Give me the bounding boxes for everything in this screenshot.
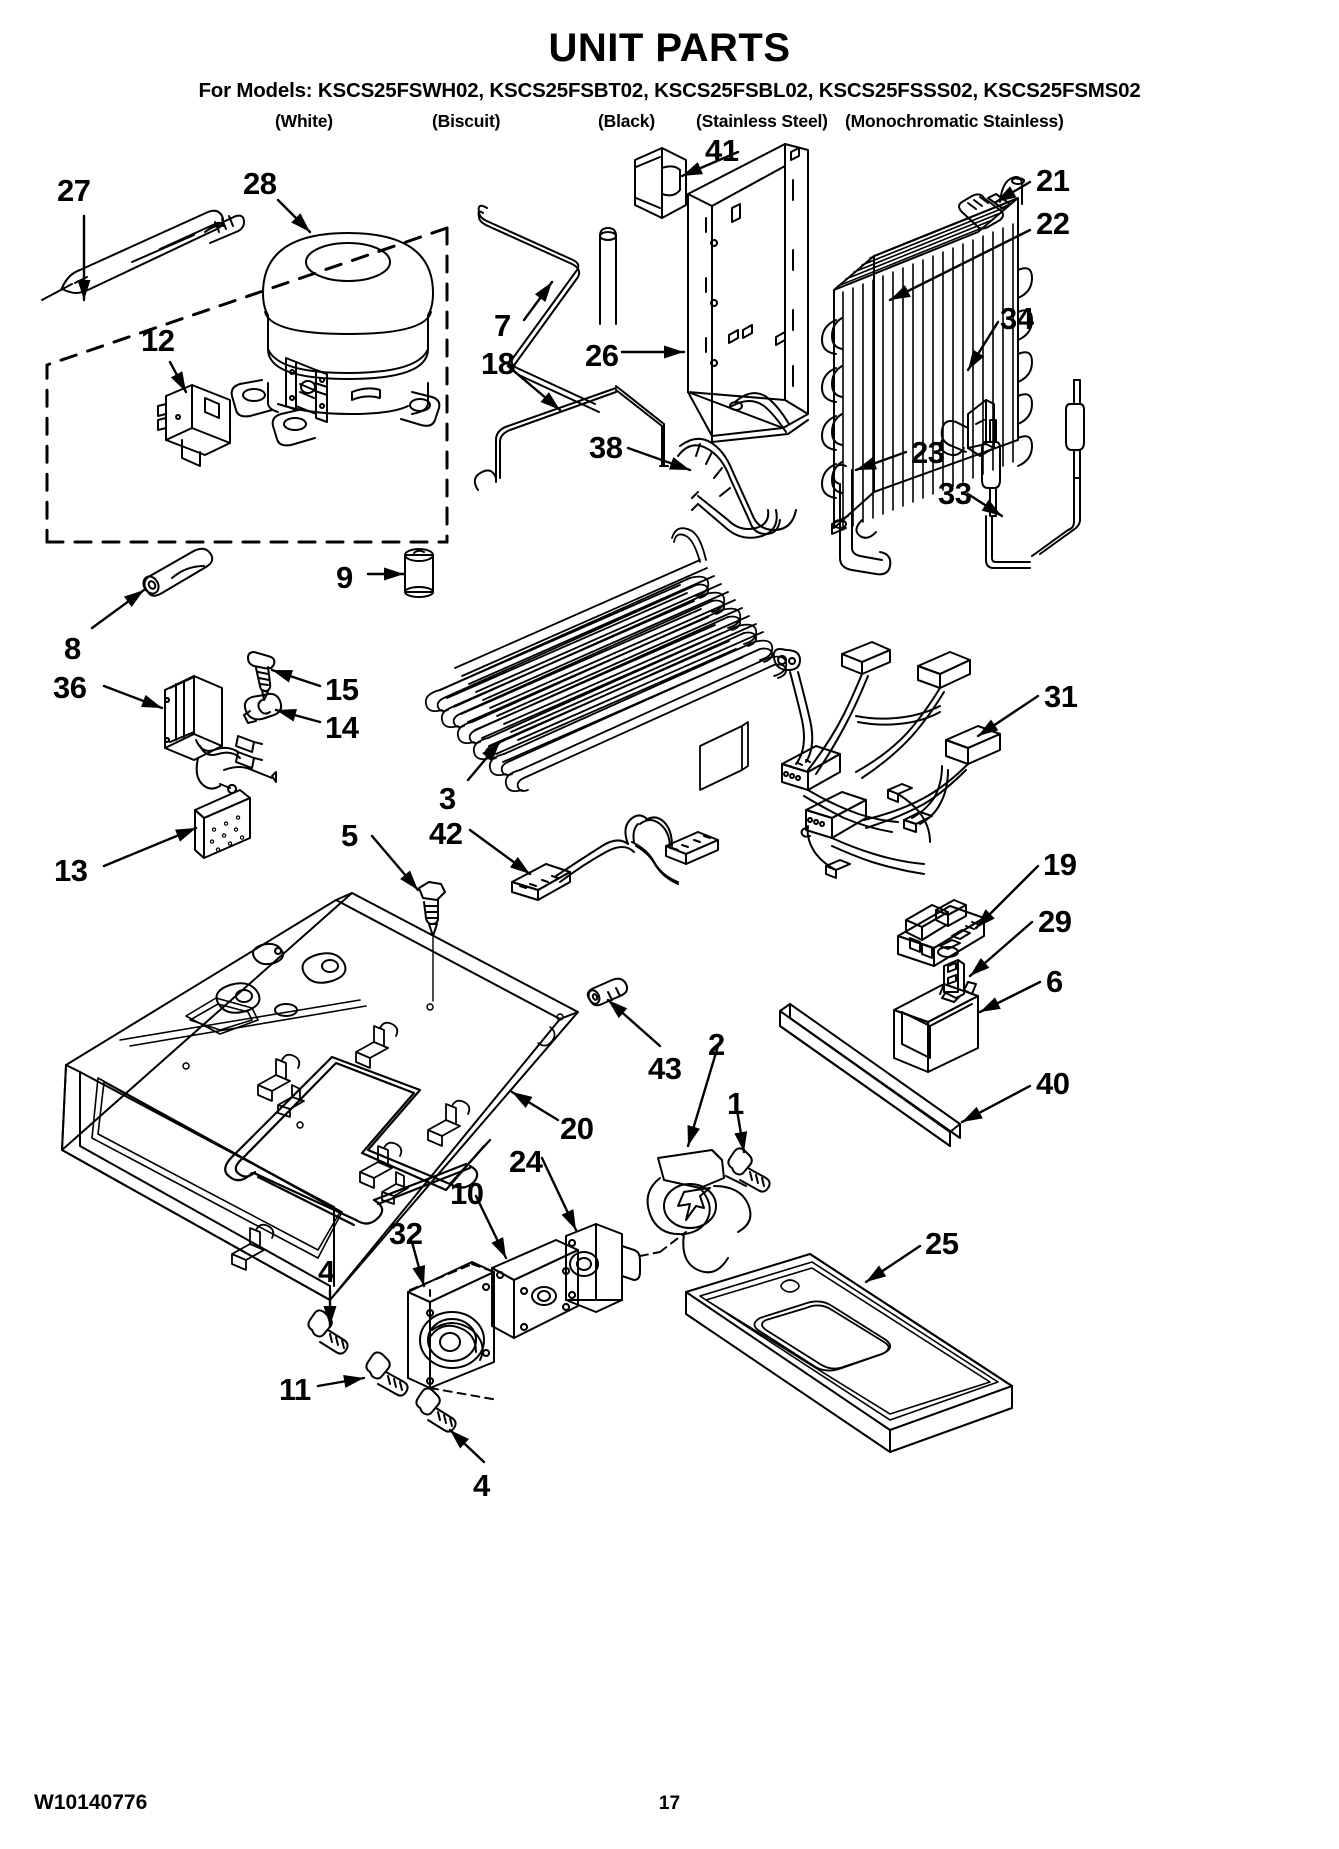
callout-42: 42 xyxy=(429,816,463,851)
callout-20: 20 xyxy=(560,1111,594,1146)
callout-33: 33 xyxy=(938,476,972,511)
color-label-4: (Monochromatic Stainless) xyxy=(845,110,1064,131)
part-26-condenser-housing xyxy=(687,143,809,443)
part-22-condenser-coil xyxy=(821,176,1033,539)
color-label-2: (Black) xyxy=(598,110,655,131)
callout-4: 4 xyxy=(318,1254,335,1289)
part-1-fan-screw xyxy=(727,1147,771,1193)
callout-27: 27 xyxy=(57,173,91,208)
part-43-bushing xyxy=(586,977,629,1007)
callout-21: 21 xyxy=(1036,163,1070,198)
callout-43: 43 xyxy=(648,1051,682,1086)
callout-36: 36 xyxy=(53,670,87,705)
color-label-1: (Biscuit) xyxy=(432,110,501,131)
color-label-3: (Stainless Steel) xyxy=(696,110,828,131)
part-31-main-wire-harness xyxy=(772,641,1001,879)
callout-9: 9 xyxy=(336,560,353,595)
callout-22: 22 xyxy=(1036,206,1070,241)
callout-19: 19 xyxy=(1043,847,1077,882)
part-11-screw-long xyxy=(365,1351,409,1397)
callout-1: 1 xyxy=(727,1086,744,1121)
part-3-evaporator-coil xyxy=(424,527,788,793)
part-34-clip-assembly xyxy=(939,399,995,457)
color-label-0: (White) xyxy=(275,110,333,131)
callout-5: 5 xyxy=(341,818,358,853)
sheet-header: UNIT PARTS For Models: KSCS25FSWH02, KSC… xyxy=(0,0,1339,137)
part-21-screw xyxy=(958,193,1011,230)
part-14-grommet xyxy=(243,692,283,724)
callout-4b: 4 xyxy=(473,1468,490,1503)
models-line: For Models: KSCS25FSWH02, KSCS25FSBT02, … xyxy=(198,79,1141,102)
part-23-wire-hook xyxy=(832,463,892,576)
callout-3: 3 xyxy=(439,781,456,816)
part-12-relay-overload xyxy=(157,384,231,467)
callout-24: 24 xyxy=(509,1144,543,1179)
callout-41: 41 xyxy=(705,133,739,168)
callout-38: 38 xyxy=(589,430,623,465)
part-25-drain-pan xyxy=(685,1253,1013,1453)
callout-29: 29 xyxy=(1038,904,1072,939)
callout-11: 11 xyxy=(279,1372,311,1407)
part-24-condenser-fan-motor xyxy=(565,1223,687,1313)
callout-10: 10 xyxy=(450,1176,484,1211)
part-38-drain-tube xyxy=(677,437,797,539)
part-15-screw-small xyxy=(247,651,276,701)
part-42-wire-harness-short xyxy=(511,814,719,901)
part-18-tube-bent xyxy=(473,385,669,491)
part-28-compressor xyxy=(230,232,441,447)
callout-12: 12 xyxy=(141,323,175,358)
callout-6: 6 xyxy=(1046,964,1063,999)
page-title: UNIT PARTS xyxy=(548,26,791,70)
part-36-transformer xyxy=(164,675,277,794)
part-6-bracket-box xyxy=(893,981,979,1073)
callout-7: 7 xyxy=(494,308,511,343)
part-33-heater-terminals xyxy=(981,379,1085,569)
callout-2: 2 xyxy=(708,1027,725,1062)
part-5-screw-hex xyxy=(418,881,446,1002)
callout-23: 23 xyxy=(911,435,945,470)
part-40-trim-strip xyxy=(779,1003,961,1147)
callout-31: 31 xyxy=(1044,679,1078,714)
callout-18: 18 xyxy=(481,346,515,381)
color-legend: (White) (Biscuit) (Black) (Stainless Steel)… xyxy=(0,111,1339,137)
page-number: 17 xyxy=(658,1793,681,1814)
document-code: W10140776 xyxy=(34,1791,148,1814)
part-7-tube-loop xyxy=(477,204,617,413)
part-4-screw-mount-bottom xyxy=(415,1387,457,1433)
part-41-clip-bracket xyxy=(634,147,687,219)
callout-28: 28 xyxy=(243,166,277,201)
leader-lines xyxy=(77,150,1042,1464)
part-10-motor-mount-plate xyxy=(491,1239,579,1339)
part-13-insulation-pad xyxy=(194,789,251,859)
part-29-clip-terminal xyxy=(941,959,965,1003)
part-2-fan-blade xyxy=(646,1149,752,1274)
part-32-fan-shroud xyxy=(407,1261,499,1401)
assembly-dashed-boundary xyxy=(45,226,449,544)
part-27-probe-tool xyxy=(41,209,245,301)
callout-15: 15 xyxy=(325,672,359,707)
callout-40: 40 xyxy=(1036,1066,1070,1101)
callout-32: 32 xyxy=(389,1216,423,1251)
part-19-control-board xyxy=(897,899,985,967)
callout-25: 25 xyxy=(925,1226,959,1261)
callout-26: 26 xyxy=(585,338,619,373)
callout-34: 34 xyxy=(1000,301,1034,336)
callout-13: 13 xyxy=(54,853,88,888)
callout-14: 14 xyxy=(325,710,359,745)
callout-8: 8 xyxy=(64,631,81,666)
sheet-footer: W10140776 17 xyxy=(0,1779,1339,1849)
part-9-capacitor xyxy=(404,548,434,598)
part-8-drier-filter xyxy=(142,547,214,597)
